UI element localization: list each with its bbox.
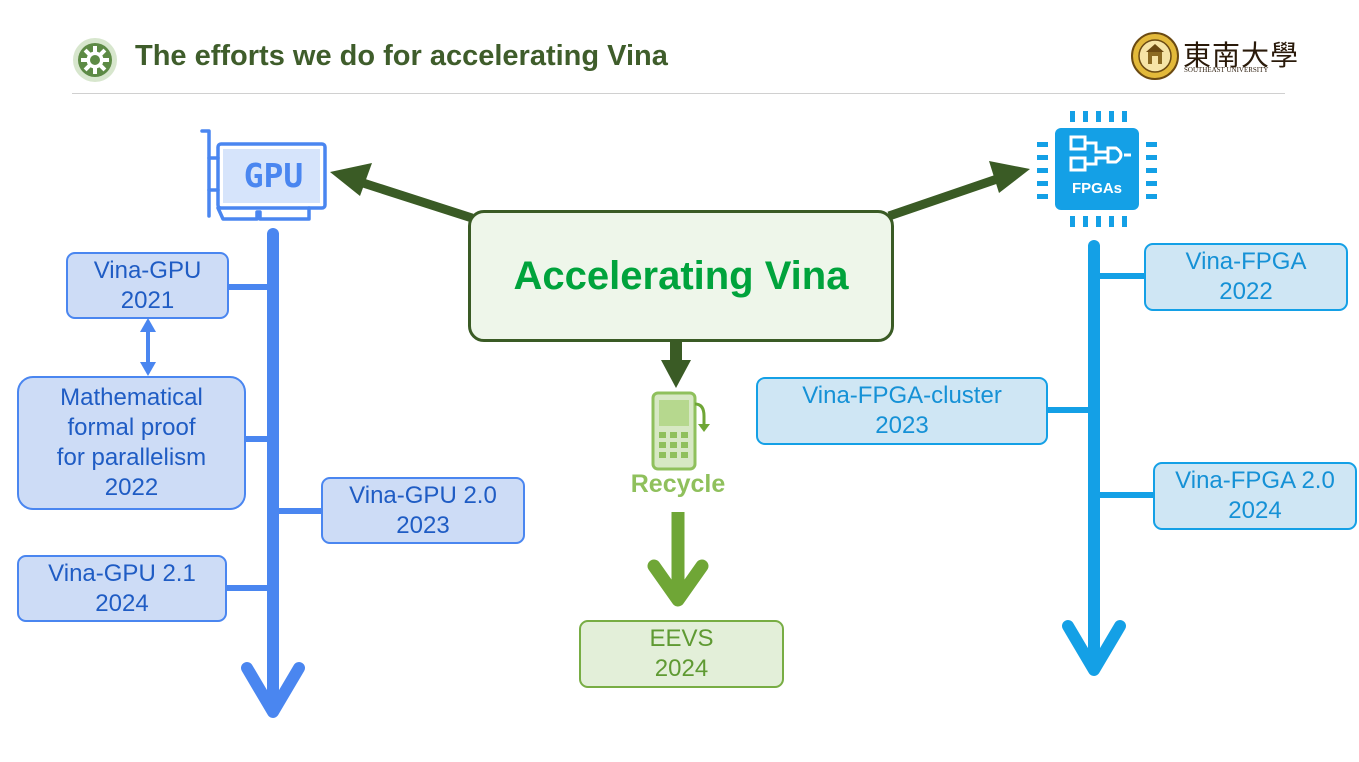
vina-gpu-2-1-year: 2024 <box>95 589 149 617</box>
logo-english-name: SOUTHEAST UNIVERSITY <box>1184 66 1269 74</box>
vina-gpu-2-1-2024-box: Vina-GPU 2.1 2024 <box>17 555 227 622</box>
header-divider <box>72 93 1285 94</box>
vina-gpu-2-0-title: Vina-GPU 2.0 <box>349 481 497 509</box>
vina-fpga-year: 2022 <box>1219 278 1273 305</box>
vina-fpga-2-0-title: Vina-FPGA 2.0 <box>1175 467 1335 494</box>
eevs-year: 2024 <box>654 655 709 682</box>
vina-gpu-2-0-year: 2023 <box>396 511 450 539</box>
arrow-to-gpu <box>330 163 474 223</box>
formal-proof-line-1: Mathematical <box>60 384 203 411</box>
vina-gpu-2-0-2023-box: Vina-GPU 2.0 2023 <box>321 477 525 544</box>
arrow-to-recycle <box>661 340 691 388</box>
vina-fpga-cluster-year: 2023 <box>875 412 929 439</box>
accelerating-vina-box: Accelerating Vina <box>468 210 894 342</box>
gpu-timeline <box>225 228 323 718</box>
gpu-icon-label: GPU <box>243 156 304 195</box>
arrow-to-eevs <box>647 512 709 607</box>
recycle-phone-icon <box>651 391 710 471</box>
fpga-timeline <box>1046 240 1155 676</box>
vina-gpu-2021-box: Vina-GPU 2021 <box>66 252 229 319</box>
formal-proof-year: 2022 <box>104 474 159 501</box>
recycle-label: Recycle <box>630 470 726 498</box>
double-arrow <box>140 318 156 376</box>
vina-fpga-2022-box: Vina-FPGA 2022 <box>1144 243 1348 311</box>
formal-proof-2022-box: Mathematical formal proof for parallelis… <box>17 376 246 510</box>
logo-chinese-name: 東南大學 <box>1183 39 1300 72</box>
eevs-title: EEVS <box>649 625 714 652</box>
fpga-chip-icon <box>1037 111 1157 227</box>
formal-proof-line-2: formal proof <box>67 414 196 441</box>
arrow-to-fpga <box>887 161 1030 221</box>
gpu-card-icon <box>200 129 327 221</box>
vina-fpga-2-0-year: 2024 <box>1228 497 1282 524</box>
accelerating-vina-label: Accelerating Vina <box>513 254 849 298</box>
page-title: The efforts we do for accelerating Vina <box>135 40 668 72</box>
eevs-2024-box: EEVS 2024 <box>579 620 784 688</box>
gear-icon <box>73 38 117 82</box>
fpga-icon-label: FPGAs <box>1071 180 1122 197</box>
vina-gpu-2021-title: Vina-GPU <box>93 256 202 284</box>
vina-fpga-cluster-title: Vina-FPGA-cluster <box>802 382 1002 409</box>
university-seal-icon <box>1131 32 1179 80</box>
formal-proof-line-3: for parallelism <box>56 444 207 471</box>
vina-fpga-cluster-2023-box: Vina-FPGA-cluster 2023 <box>756 377 1048 445</box>
vina-fpga-2-0-2024-box: Vina-FPGA 2.0 2024 <box>1153 462 1357 530</box>
vina-gpu-2021-year: 2021 <box>120 286 175 314</box>
vina-fpga-title: Vina-FPGA <box>1185 248 1307 275</box>
vina-gpu-2-1-title: Vina-GPU 2.1 <box>48 559 196 587</box>
